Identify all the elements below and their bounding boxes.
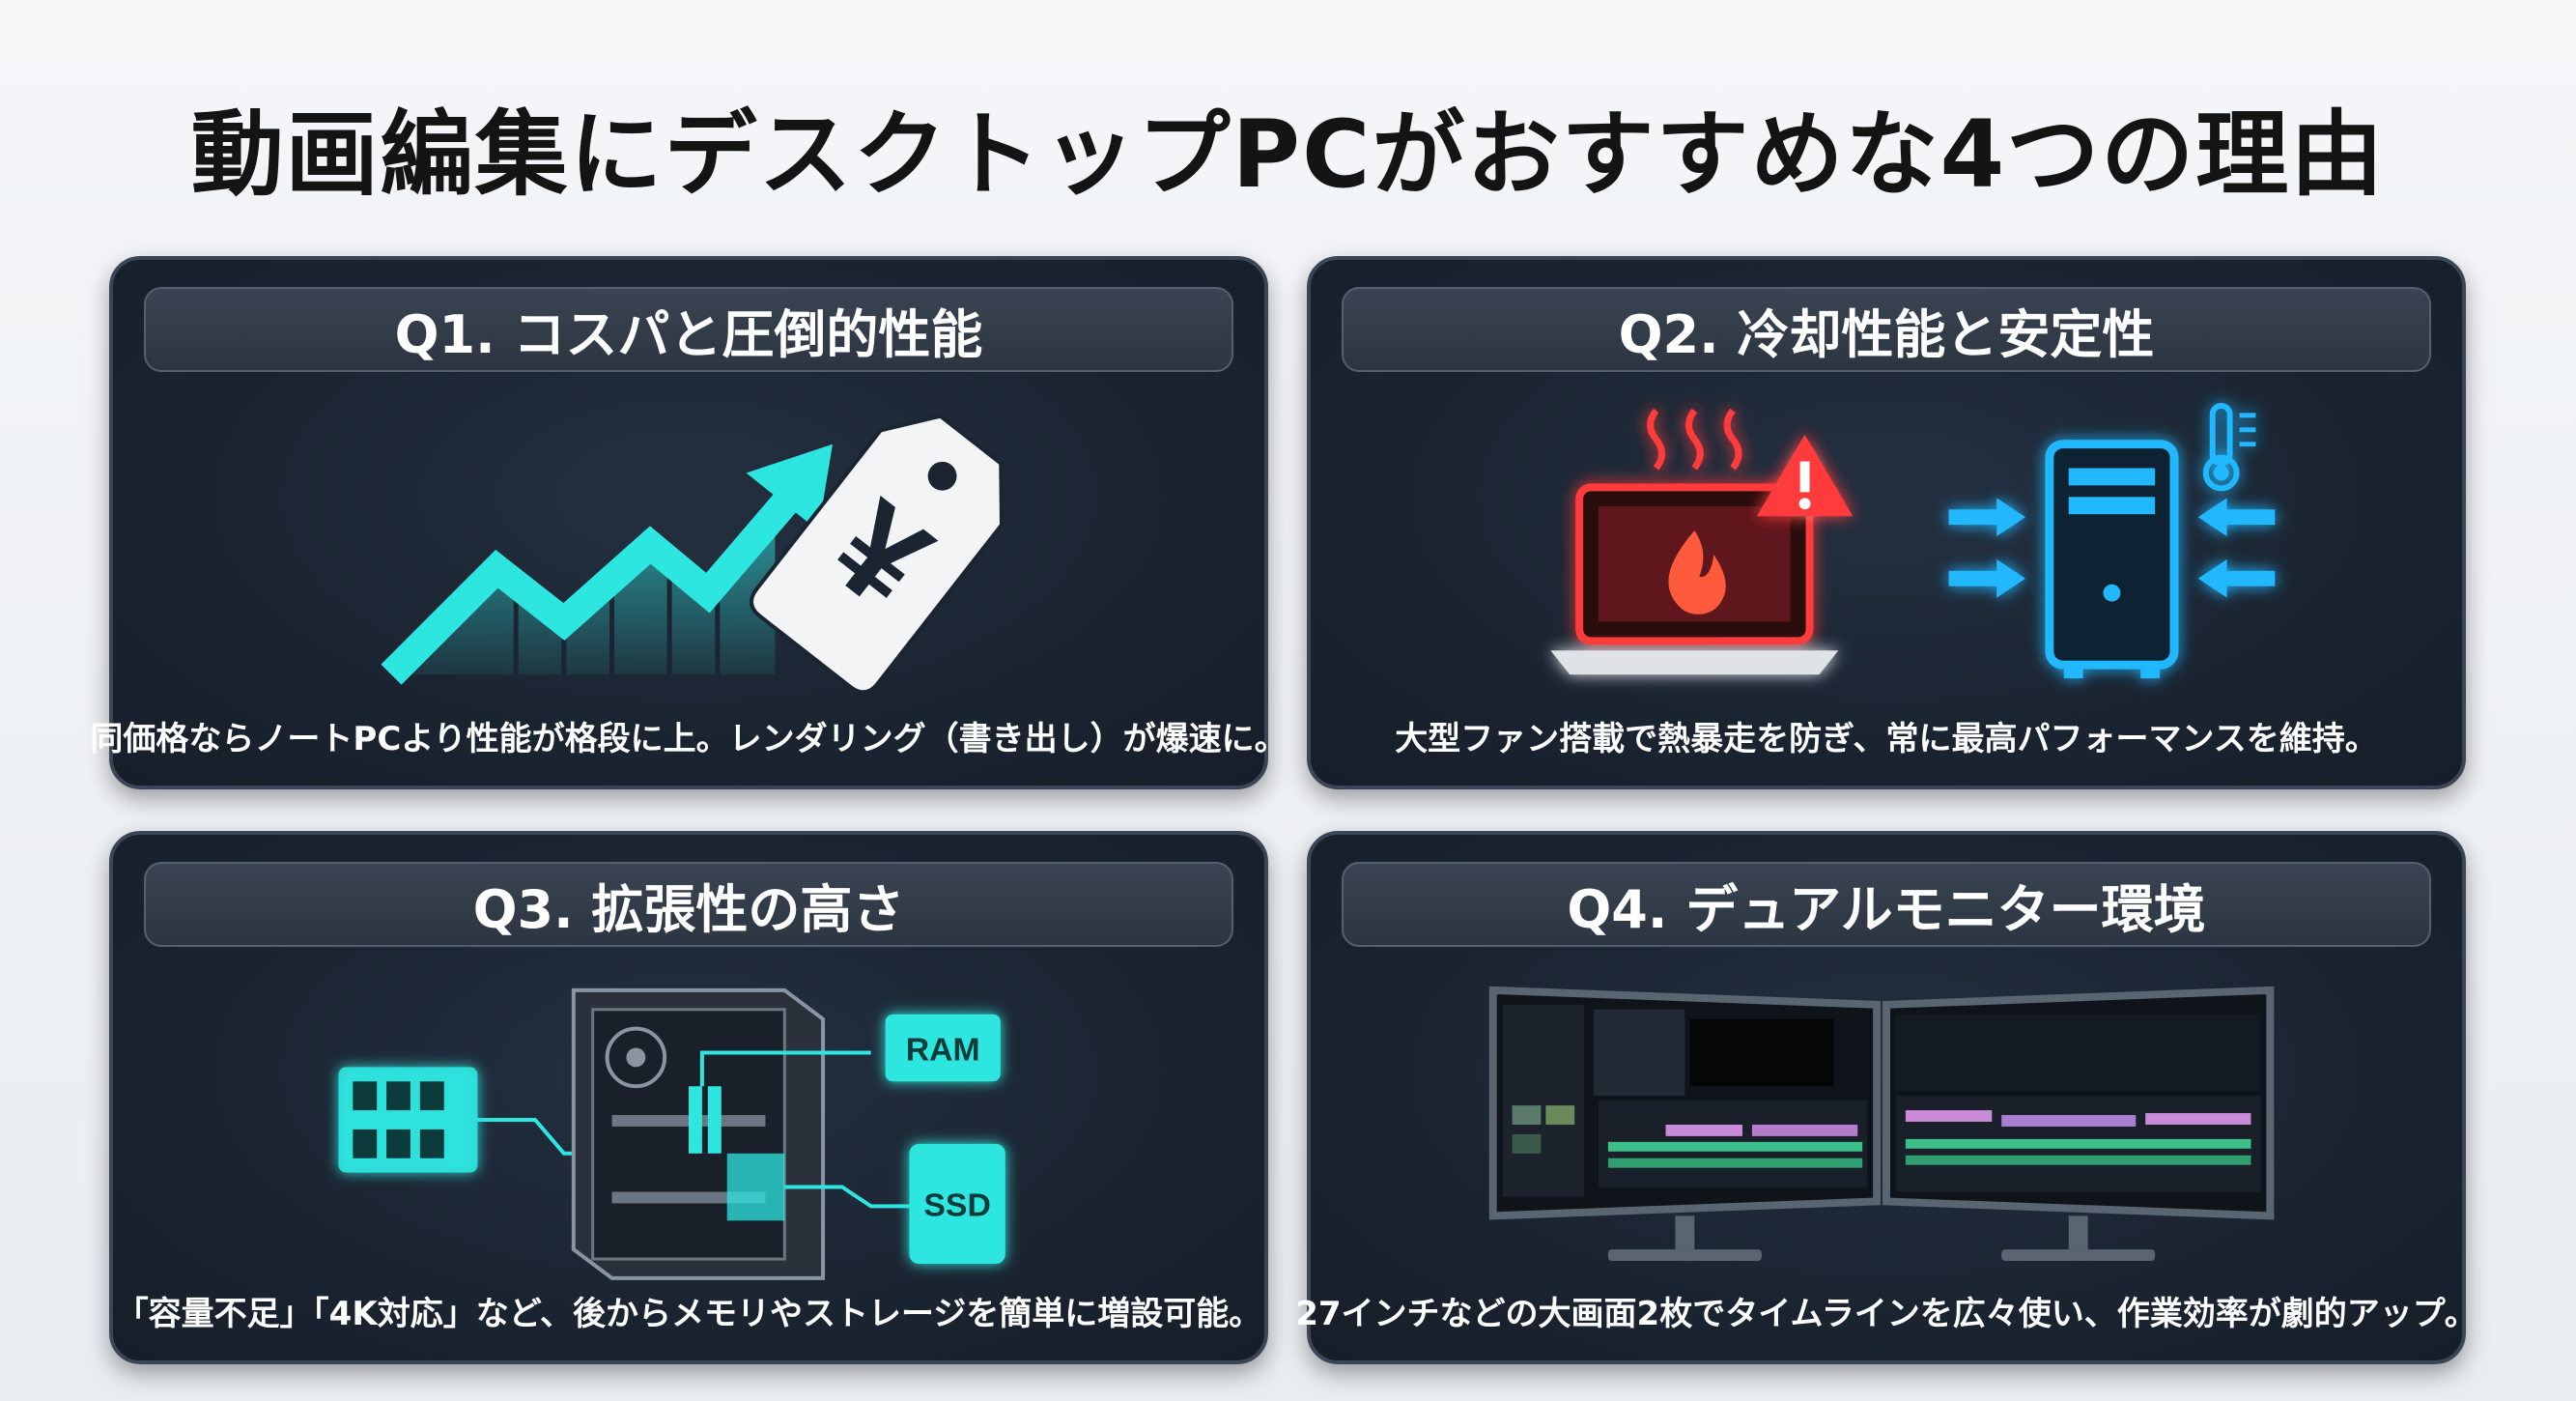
card-caption: 大型ファン搭載で熱暴走を防ぎ、常に最高パフォーマンスを維持。: [1395, 719, 2378, 758]
reason-card-cooling: Q2. 冷却性能と安定性: [1307, 256, 2466, 789]
yen-price-tag-icon: ¥: [750, 414, 1004, 695]
memory-module-icon: [338, 1067, 478, 1173]
overheating-laptop-icon: [1550, 408, 1839, 675]
cooling-illustration: [1311, 386, 2462, 704]
dual-monitor-illustration: [1311, 960, 2462, 1279]
dual-monitor-icon: [1488, 986, 2275, 1262]
card-caption: 同価格ならノートPCより性能が格段に上。レンダリング（書き出し）が爆速に。: [90, 719, 1288, 758]
thermometer-icon: [2202, 402, 2256, 492]
expandability-illustration: RAM SSD: [113, 960, 1264, 1280]
card-title: Q1. コスパと圧倒的性能: [144, 287, 1233, 372]
warning-icon: [1756, 434, 1854, 517]
svg-text:SSD: SSD: [923, 1187, 990, 1223]
reason-card-dual-monitor: Q4. デュアルモニター環境: [1295, 831, 2477, 1364]
upward-trend-arrow-icon: [381, 443, 833, 685]
card-title: Q3. 拡張性の高さ: [144, 862, 1233, 947]
ram-chip-icon: RAM: [885, 1014, 1001, 1082]
pc-case-icon: [571, 987, 826, 1280]
page-title: 動画編集にデスクトップPCがおすすめな4つの理由: [190, 100, 2386, 209]
card-caption: 27インチなどの大画面2枚でタイムラインを広々使い、作業効率が劇的アップ。: [1295, 1294, 2477, 1333]
card-title: Q2. 冷却性能と安定性: [1342, 287, 2431, 372]
reason-card-cost-performance: Q1. コスパと圧倒的性能 ¥: [90, 256, 1288, 789]
cost-performance-illustration: ¥: [113, 386, 1264, 704]
reason-card-expandability: Q3. 拡張性の高さ: [109, 831, 1268, 1364]
card-title: Q4. デュアルモニター環境: [1342, 862, 2431, 947]
svg-text:RAM: RAM: [906, 1031, 980, 1068]
desktop-tower-cooling-icon: [1948, 440, 2276, 679]
ssd-icon: SSD: [909, 1143, 1005, 1264]
card-caption: 「容量不足」「4K対応」など、後からメモリやストレージを簡単に増設可能。: [115, 1294, 1262, 1333]
